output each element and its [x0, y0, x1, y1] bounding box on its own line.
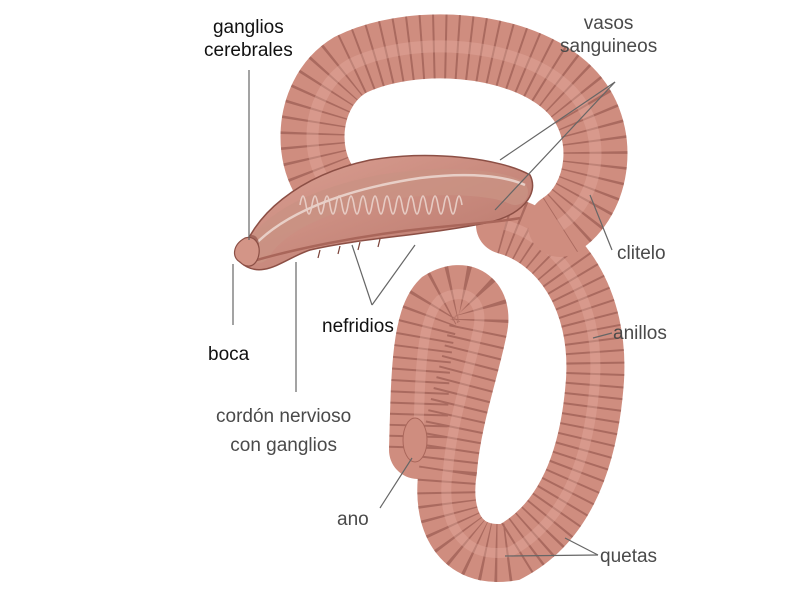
leader-quetas-1 — [564, 537, 599, 556]
worm-tail-tip — [402, 417, 428, 463]
leader-vasos-2 — [494, 81, 616, 211]
leader-nefridios-2 — [371, 244, 416, 306]
leader-nefridios-1 — [351, 244, 373, 306]
label-ganglios-line1: ganglios — [212, 17, 284, 38]
label-ano: ano — [337, 509, 369, 530]
label-anillos: anillos — [613, 323, 667, 344]
label-nefridios: nefridios — [322, 316, 394, 337]
label-boca: boca — [208, 344, 250, 365]
label-ganglios-cerebrales: ganglios cerebrales — [204, 16, 293, 62]
label-quetas: quetas — [600, 546, 658, 567]
worm-upper-loop — [280, 14, 628, 257]
worm-head — [234, 236, 260, 267]
leader-clitelo — [589, 194, 613, 251]
leader-vasos-1 — [499, 81, 616, 161]
label-vasos-line1: vasos — [583, 13, 634, 34]
label-cordon-line1: cordón nervioso — [216, 406, 352, 427]
label-ganglios-line2: cerebrales — [204, 40, 293, 61]
leader-quetas-2 — [504, 554, 599, 557]
label-cordon-line2: con ganglios — [230, 435, 337, 456]
label-cordon-nervioso: cordón nervioso con ganglios — [216, 405, 351, 457]
leader-lines — [232, 70, 616, 557]
leader-ano — [379, 457, 413, 509]
label-vasos-line2: sanguineos — [560, 36, 658, 57]
label-vasos-sanguineos: vasos sanguineos — [560, 12, 657, 58]
label-clitelo: clitelo — [617, 243, 666, 264]
worm-lower-body — [389, 196, 625, 582]
worm-front-dissected — [239, 154, 534, 271]
leader-anillos — [592, 332, 613, 339]
